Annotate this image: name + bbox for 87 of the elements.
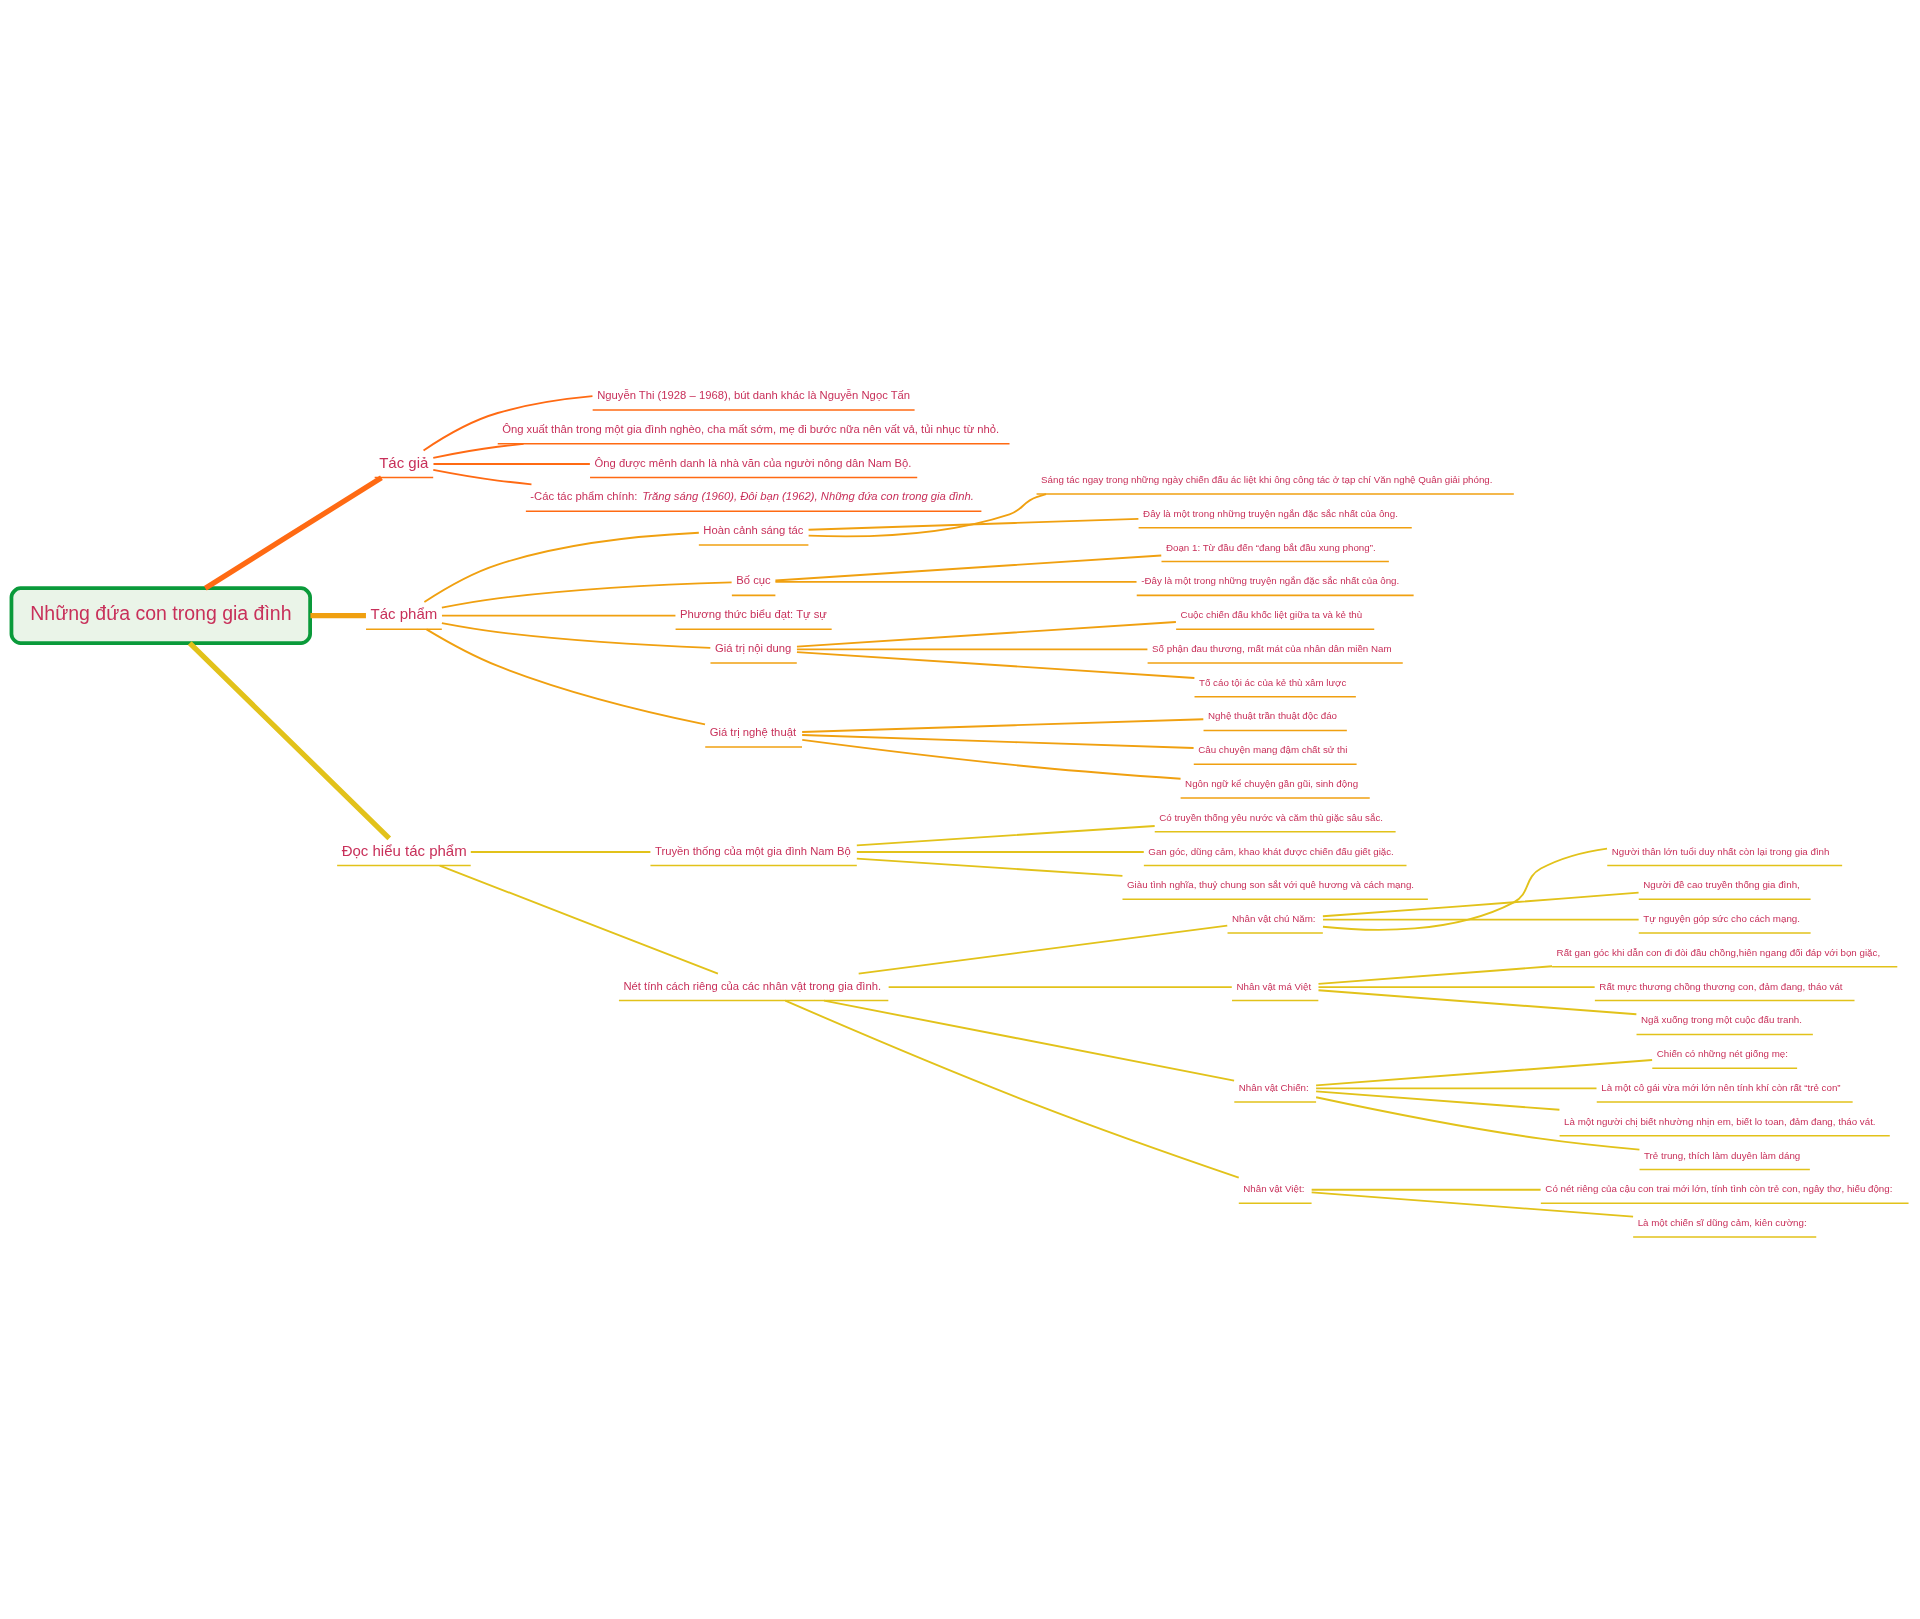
node-text: Cuộc chiến đấu khốc liệt giữa ta và kẻ thù <box>1180 608 1363 620</box>
node-text: Giá trị nội dung <box>714 641 792 654</box>
connector <box>422 394 594 451</box>
connector <box>1322 918 1640 920</box>
node-text: Ngôn ngữ kể chuyện gần gũi, sinh động <box>1185 777 1359 789</box>
connector <box>857 924 1229 974</box>
connector <box>784 999 1240 1179</box>
connector <box>823 999 1236 1081</box>
connector <box>801 733 1195 749</box>
connector <box>796 620 1177 648</box>
connector <box>1310 1188 1542 1191</box>
connector <box>1321 891 1640 917</box>
connector <box>440 580 733 609</box>
connector <box>1317 985 1596 988</box>
connector <box>1322 847 1608 931</box>
node-text: Đọc hiểu tác phẩm <box>341 841 467 859</box>
connector <box>469 850 652 853</box>
connector <box>1315 1058 1654 1086</box>
node-text: Nhân vật Việt: <box>1243 1182 1305 1194</box>
node-text: Truyền thống của một gia đình Nam Bộ <box>654 844 851 857</box>
node-text: Tác phẩm <box>370 604 438 622</box>
connector <box>887 985 1233 988</box>
connector <box>774 554 1163 581</box>
connector <box>1315 1090 1561 1111</box>
node-text: Nhân vật Chiến: <box>1238 1081 1309 1093</box>
node-text: Sáng tác ngay trong những ngày chiến đấu ác liệt khi ông công tác ở tạp chí Văn nghệ Quân giải phóng. <box>1041 473 1493 485</box>
node-text: Ngã xuống trong một cuộc đấu tranh. <box>1641 1013 1803 1025</box>
node-text: -Các tác phẩm chính: Trăng sáng (1960), Đôi bạn (1962), Những đứa con trong gia đình. <box>530 489 974 502</box>
node-text: Là một người chị biết nhường nhịn em, biết lo toan, đảm đang, tháo vát. <box>1564 1115 1876 1127</box>
connector <box>425 627 706 725</box>
node-text: Chiến có những nét giống mẹ: <box>1656 1047 1788 1059</box>
node-text: Là một chiến sĩ dũng cảm, kiên cường: <box>1637 1216 1807 1228</box>
node-text: Đoạn 1: Từ đầu đến “đang bắt đầu xung phong”. <box>1165 541 1376 553</box>
node-text: Nguyễn Thi (1928 – 1968), bút danh khác là Nguyễn Ngọc Tấn <box>597 388 911 401</box>
connector <box>310 612 366 618</box>
connector <box>855 857 1124 877</box>
connector <box>1317 988 1638 1015</box>
node-text: Tự nguyện góp sức cho cách mạng. <box>1643 912 1800 924</box>
connector <box>801 738 1182 780</box>
node-text: Nhân vật má Việt <box>1236 980 1312 992</box>
connector <box>796 647 1149 650</box>
node-text: Rất mực thương chồng thương con, đảm đang, tháo vát <box>1599 980 1843 992</box>
connector <box>441 614 677 617</box>
connector <box>432 442 525 459</box>
node-text: Câu chuyện mang đậm chất sử thi <box>1198 743 1348 755</box>
connector <box>438 864 719 974</box>
node-text: Tố cáo tội ác của kẻ thù xâm lược <box>1199 676 1347 688</box>
connector <box>855 850 1145 853</box>
node-text: Bố cục <box>736 573 771 586</box>
node-text: Hoàn cảnh sáng tác <box>703 523 804 536</box>
node-text: Người thân lớn tuổi duy nhất còn lại trong gia đình <box>1611 845 1830 857</box>
node-text: Giá trị nghệ thuật <box>709 725 797 738</box>
connector <box>432 468 533 485</box>
node-text: Nghệ thuật trần thuật độc đáo <box>1208 710 1338 721</box>
connector <box>187 640 392 840</box>
connector <box>807 517 1140 531</box>
node-text: Nét tính cách riêng của các nhân vật trong gia đình. <box>623 979 882 992</box>
node-text: Là một cô gái vừa mới lớn nên tính khí còn rất “trẻ con” <box>1601 1081 1841 1093</box>
node-text: Ông được mênh danh là nhà văn của người nông dân Nam Bộ. <box>594 456 912 469</box>
connector <box>1315 1086 1598 1089</box>
connector <box>440 621 712 649</box>
connector <box>774 580 1138 583</box>
node-text: Gan góc, dũng cảm, khao khát được chiến đấu giết giặc. <box>1148 845 1394 857</box>
node-text: Người đề cao truyền thống gia đình, <box>1643 878 1800 890</box>
connector <box>807 492 1047 537</box>
node-text: Rất gan góc khi dẫn con đi đòi đầu chồng,hiên ngang đối đáp với bọn giặc, <box>1556 946 1881 958</box>
connector <box>796 650 1196 679</box>
connector <box>432 462 591 465</box>
connector <box>1317 964 1553 985</box>
connector <box>801 717 1205 733</box>
node-box: Những đứa con trong gia đình <box>9 585 312 645</box>
connector <box>1315 1095 1641 1151</box>
connector <box>423 531 700 603</box>
connector <box>203 474 383 590</box>
node-text: Trẻ trung, thích làm duyên làm dáng <box>1644 1149 1801 1160</box>
node-text: Có nét riêng của cậu con trai mới lớn, tính tình còn trẻ con, ngây thơ, hiếu động: <box>1545 1182 1893 1194</box>
connector <box>1310 1190 1635 1218</box>
node-text: Tác giả <box>379 453 429 471</box>
node-text: Số phận đau thương, mất mát của nhân dân miền Nam <box>1152 642 1392 654</box>
node-text: -Đây là một trong những truyện ngắn đặc sắc nhất của ông. <box>1141 574 1400 586</box>
node-text: Giàu tình nghĩa, thuỷ chung son sắt với quê hương và cách mạng. <box>1126 878 1415 890</box>
node-text: Có truyền thống yêu nước và căm thù giặc sâu sắc. <box>1159 811 1383 823</box>
node-text: Ông xuất thân trong một gia đình nghèo, cha mất sớm, mẹ đi bước nữa nên vất vả, tủi nhục từ nhỏ. <box>502 422 1000 435</box>
node-text: Phương thức biểu đạt: Tự sự <box>680 607 827 620</box>
node-text: Đây là một trong những truyện ngắn đặc sắc nhất của ông. <box>1143 507 1398 519</box>
connector <box>855 824 1156 846</box>
node-text: Nhân vật chú Năm: <box>1232 912 1316 924</box>
